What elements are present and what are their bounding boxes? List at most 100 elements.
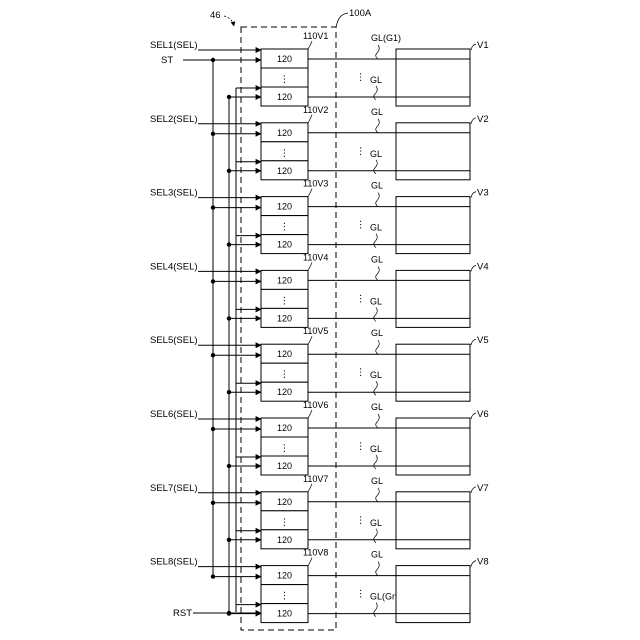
panel-leader (471, 44, 476, 50)
gl-top-leader (376, 193, 380, 207)
gl-mid-label: GL (370, 296, 382, 306)
gl-top-label: GL (371, 476, 383, 486)
stage-group-4: 110V4120⋮120SEL4(SEL)GL⋮GLV4 (150, 252, 489, 336)
gl-mid-label: GL (370, 223, 382, 233)
block-label: 110V4 (303, 252, 328, 262)
gl-ellipsis: ⋮ (356, 589, 366, 600)
spacer (236, 472, 261, 484)
vertical-ellipsis: ⋮ (280, 295, 290, 306)
vertical-ellipsis: ⋮ (280, 74, 290, 85)
cell-120-label: 120 (277, 202, 292, 212)
gl-top-leader (376, 340, 380, 354)
gl-top-label: GL (371, 328, 383, 338)
stage-group-6: 110V6120⋮120SEL6(SEL)GL⋮GLV6 (150, 400, 489, 484)
stage-group-8: 110V8120⋮120SEL8(SEL)GL⋮GL(Gn)V8 (150, 548, 489, 623)
panel-label: V3 (477, 188, 489, 199)
gl-mid-label: GL (370, 75, 382, 85)
stage-group-3: 110V3120⋮120SEL3(SEL)GL⋮GLV3 (150, 179, 489, 263)
cell-120-label: 120 (277, 54, 292, 64)
panel-leader (471, 265, 476, 271)
sel-label: SEL3(SEL) (150, 188, 198, 199)
block-leader (308, 189, 312, 197)
vertical-ellipsis: ⋮ (280, 591, 290, 602)
gl-top-leader (376, 562, 380, 576)
gl-ellipsis: ⋮ (356, 367, 366, 378)
sel-label: SEL2(SEL) (150, 114, 198, 125)
ref-100a-label: 100A (349, 8, 372, 19)
block-label: 110V2 (303, 105, 328, 115)
block-label: 110V1 (303, 31, 328, 41)
block-label: 110V5 (303, 326, 328, 336)
sel-label: SEL8(SEL) (150, 557, 198, 568)
gl-mid-leader (374, 455, 378, 469)
gl-mid-label: GL (370, 149, 382, 159)
panel-label: V4 (477, 261, 489, 272)
cell-120-label: 120 (277, 571, 292, 581)
spacer (236, 103, 261, 115)
ref-46-arrow (224, 16, 234, 26)
vertical-ellipsis: ⋮ (280, 369, 290, 380)
stage-groups: 110V1120⋮120SEL1(SEL)GL(G1)⋮GLV1110V2120… (150, 31, 489, 623)
gl-top-label: GL (371, 254, 383, 264)
panel-leader (471, 487, 476, 493)
gl-mid-label: GL (370, 518, 382, 528)
gl-top-leader (376, 414, 380, 428)
block-leader (308, 41, 312, 49)
cell-120-label: 120 (277, 128, 292, 138)
cell-120-label: 120 (277, 387, 292, 397)
gl-top-label: GL (371, 402, 383, 412)
sel-label: SEL1(SEL) (150, 40, 198, 51)
vertical-ellipsis: ⋮ (280, 443, 290, 454)
sel-label: SEL6(SEL) (150, 409, 198, 420)
gl-mid-leader (374, 86, 378, 100)
cell-120-label: 120 (277, 497, 292, 507)
spacer (236, 398, 261, 410)
gl-mid-label: GL (370, 370, 382, 380)
cell-120-label: 120 (277, 313, 292, 323)
rst-label: RST (173, 608, 192, 619)
gl-top-label: GL (371, 550, 383, 560)
cell-120-label: 120 (277, 349, 292, 359)
gl-mid-label: GL (370, 444, 382, 454)
panel-label: V6 (477, 409, 489, 420)
block-label: 110V3 (303, 179, 328, 189)
block-leader (308, 115, 312, 123)
st-label: ST (161, 55, 173, 66)
gl-mid-leader (374, 529, 378, 543)
block-label: 110V8 (303, 548, 328, 558)
gl-mid-leader (374, 160, 378, 174)
spacer (236, 324, 261, 336)
gl-ellipsis: ⋮ (356, 441, 366, 452)
block-leader (308, 484, 312, 492)
gl-top-leader (376, 266, 380, 280)
sel-label: SEL5(SEL) (150, 335, 198, 346)
gl-ellipsis: ⋮ (356, 220, 366, 231)
stage-group-1: 110V1120⋮120SEL1(SEL)GL(G1)⋮GLV1 (150, 31, 489, 115)
spacer (236, 546, 261, 558)
vertical-ellipsis: ⋮ (280, 517, 290, 528)
block-leader (308, 410, 312, 418)
gl-ellipsis: ⋮ (356, 515, 366, 526)
cell-120-label: 120 (277, 461, 292, 471)
stage-group-7: 110V7120⋮120SEL7(SEL)GL⋮GLV7 (150, 474, 489, 558)
gl-top-label: GL (371, 181, 383, 191)
junction-dot (227, 611, 231, 615)
cell-120-label: 120 (277, 275, 292, 285)
ref-46-label: 46 (210, 10, 221, 21)
panel-label: V1 (477, 40, 489, 51)
cell-120-label: 120 (277, 535, 292, 545)
spacer (236, 251, 261, 263)
stage-group-5: 110V5 120 ⋮ 120 SEL5(SEL) GL ⋮ GL V5 (150, 326, 489, 410)
gl-mid-leader (374, 234, 378, 248)
gl-top-leader (376, 488, 380, 502)
gl-top-label: GL (371, 107, 383, 117)
stage-group-2: 110V2120⋮120SEL2(SEL)GL⋮GLV2 (150, 105, 489, 189)
gl-top-leader (376, 119, 380, 133)
cell-120-label: 120 (277, 423, 292, 433)
panel-label: V2 (477, 114, 489, 125)
cell-120-label: 120 (277, 92, 292, 102)
panel-leader (471, 118, 476, 124)
panel-label: V8 (477, 557, 489, 568)
gl-ellipsis: ⋮ (356, 72, 366, 83)
panel-label: V5 (477, 335, 489, 346)
